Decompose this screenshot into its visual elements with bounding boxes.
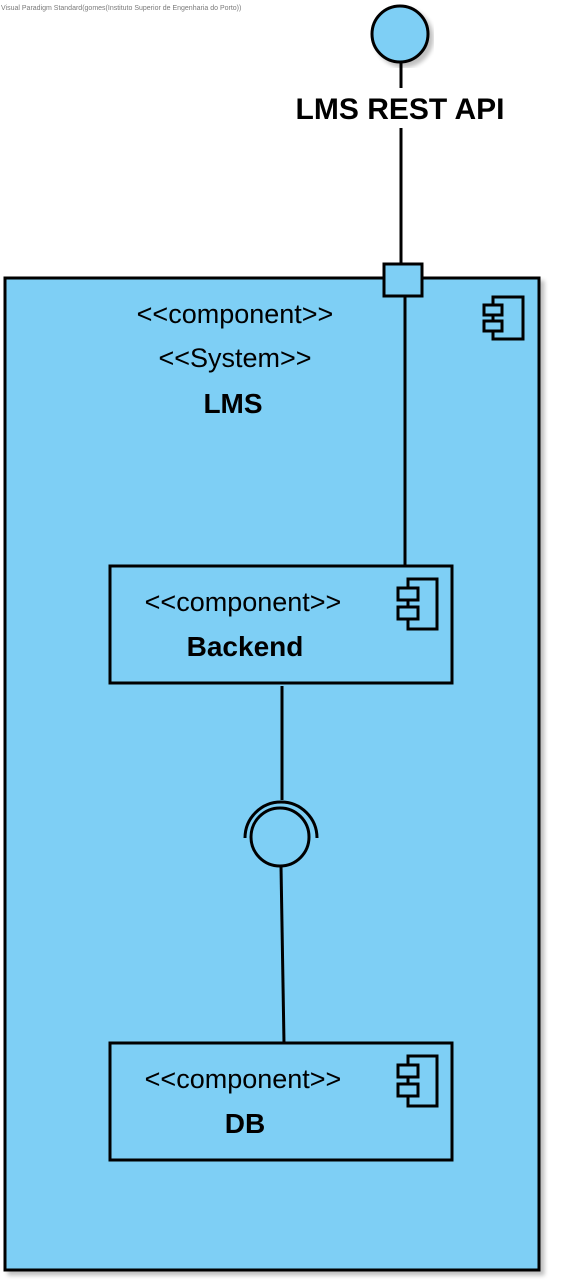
component-db[interactable]: <<component>> DB [108,1041,454,1162]
system-stereotype-system: <<System>> [158,343,311,373]
provided-interface-lms-rest-api[interactable]: LMS REST API [296,4,505,264]
backend-box[interactable] [108,564,454,685]
socket-arc [243,800,319,839]
interface-circle[interactable] [370,4,430,64]
db-name: DB [225,1108,265,1139]
system-name: LMS [203,388,262,419]
db-box[interactable] [108,1041,454,1162]
backend-name: Backend [187,631,304,662]
component-icon [396,1054,439,1108]
backend-stereotype: <<component>> [145,587,342,617]
component-icon [396,577,439,631]
component-icon [482,295,525,341]
watermark-text: Visual Paradigm Standard(gomes(Instituto… [1,5,241,12]
system-stereotype-component: <<component>> [137,299,334,329]
ball-circle[interactable] [249,806,311,868]
system-port[interactable] [382,262,424,298]
db-stereotype: <<component>> [145,1064,342,1094]
component-backend[interactable]: <<component>> Backend [108,564,454,685]
interface-label: LMS REST API [296,93,505,126]
assembly-connector[interactable] [243,686,319,1044]
provided-interface-line [279,865,286,1044]
